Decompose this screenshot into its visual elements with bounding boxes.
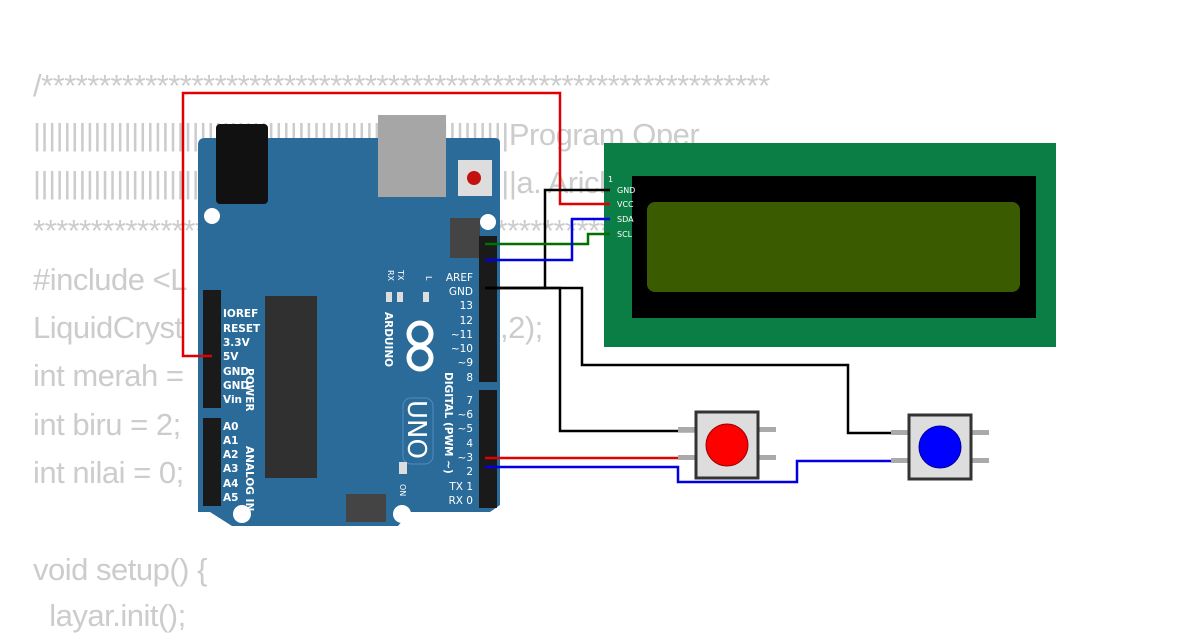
pin-label: RX 0: [448, 495, 473, 507]
digital-header-top: [479, 236, 497, 382]
arduino-uno[interactable]: IOREF RESET 3.3V 5V GND GND Vin A0 A1 A2…: [198, 115, 500, 526]
pin-label: IOREF: [223, 308, 258, 320]
wires: [181, 91, 906, 484]
rx-label: RX: [386, 270, 395, 282]
pin-label: 7: [466, 395, 473, 407]
usb-port: [378, 115, 446, 197]
arduino-infinity-logo: [406, 320, 434, 372]
pin-label: 3.3V: [223, 337, 251, 349]
pin-label: ~3: [458, 452, 473, 464]
code-line: LiquidCryst: [33, 310, 183, 345]
pin-label: 5V: [223, 351, 239, 363]
tx-label: TX: [396, 269, 405, 281]
pin-label: ~5: [458, 423, 473, 435]
pin-label: 8: [466, 372, 473, 384]
lcd-screen: [647, 202, 1020, 292]
arduino-logo-text: ARDUINO: [382, 312, 394, 367]
pin-label: A1: [223, 435, 238, 447]
pin-label: 13: [460, 300, 473, 312]
power-header: [203, 290, 221, 408]
code-line: /***************************************…: [33, 68, 770, 103]
power-label: POWER: [243, 368, 255, 411]
pin-label: 4: [466, 438, 473, 450]
analog-label: ANALOG IN: [243, 446, 255, 511]
code-line: void setup() {: [33, 552, 207, 587]
pin-label: A3: [223, 463, 238, 475]
lcd-pin-sda: SDA: [617, 215, 634, 224]
wire-sda: [485, 217, 610, 262]
pin-label: ~6: [458, 409, 474, 421]
pin-label: ~11: [451, 329, 473, 341]
lcd-pin-vcc: VCC: [617, 200, 634, 209]
on-label: ON: [398, 484, 407, 496]
code-line: int merah =: [33, 358, 184, 393]
lcd-pin-scl: SCL: [617, 230, 633, 239]
pin-label: ~10: [451, 343, 473, 355]
code-line: layar.init();: [33, 598, 186, 633]
pin-label: GND: [223, 366, 249, 378]
on-led: [399, 462, 407, 474]
pin-label: RESET: [223, 323, 261, 335]
pin-label: A0: [223, 421, 238, 433]
pin-label: A5: [223, 492, 238, 504]
pin-label: ~9: [458, 357, 473, 369]
digital-header-bottom: [479, 390, 497, 508]
pin-label: 12: [460, 315, 473, 327]
pin-label: AREF: [446, 272, 473, 284]
wire-5v-vcc: [181, 91, 610, 358]
pin-label: 2: [466, 466, 473, 478]
power-jack: [216, 124, 268, 204]
lcd-pin-number: 1: [608, 175, 613, 184]
pushbutton-blue[interactable]: [891, 413, 989, 481]
code-line: ,2);: [500, 310, 543, 345]
pin-label: TX 1: [448, 481, 473, 493]
pin-label: A2: [223, 449, 238, 461]
atmega-chip: [265, 296, 317, 478]
lcd-pin-gnd: GND: [617, 186, 635, 195]
code-line: int nilai = 0;: [33, 455, 184, 490]
analog-header: [203, 418, 221, 506]
pin-label: A4: [223, 478, 238, 490]
pushbutton-red[interactable]: [678, 410, 776, 480]
lcd-display: 1 GND VCC SDA SCL: [604, 143, 1056, 347]
digital-label: DIGITAL (PWM ~): [442, 372, 454, 474]
wire-pin2: [485, 459, 906, 484]
wire-scl: [485, 232, 610, 246]
l-label: L: [424, 276, 433, 281]
code-line: #include <L: [33, 262, 187, 297]
code-line: int biru = 2;: [33, 407, 181, 442]
wire-gnd-button-blue: [485, 286, 906, 435]
uno-text: UNO: [401, 400, 431, 459]
pin-label: GND: [223, 380, 249, 392]
pin-label: GND: [449, 286, 473, 298]
pin-label: Vin: [223, 394, 242, 406]
